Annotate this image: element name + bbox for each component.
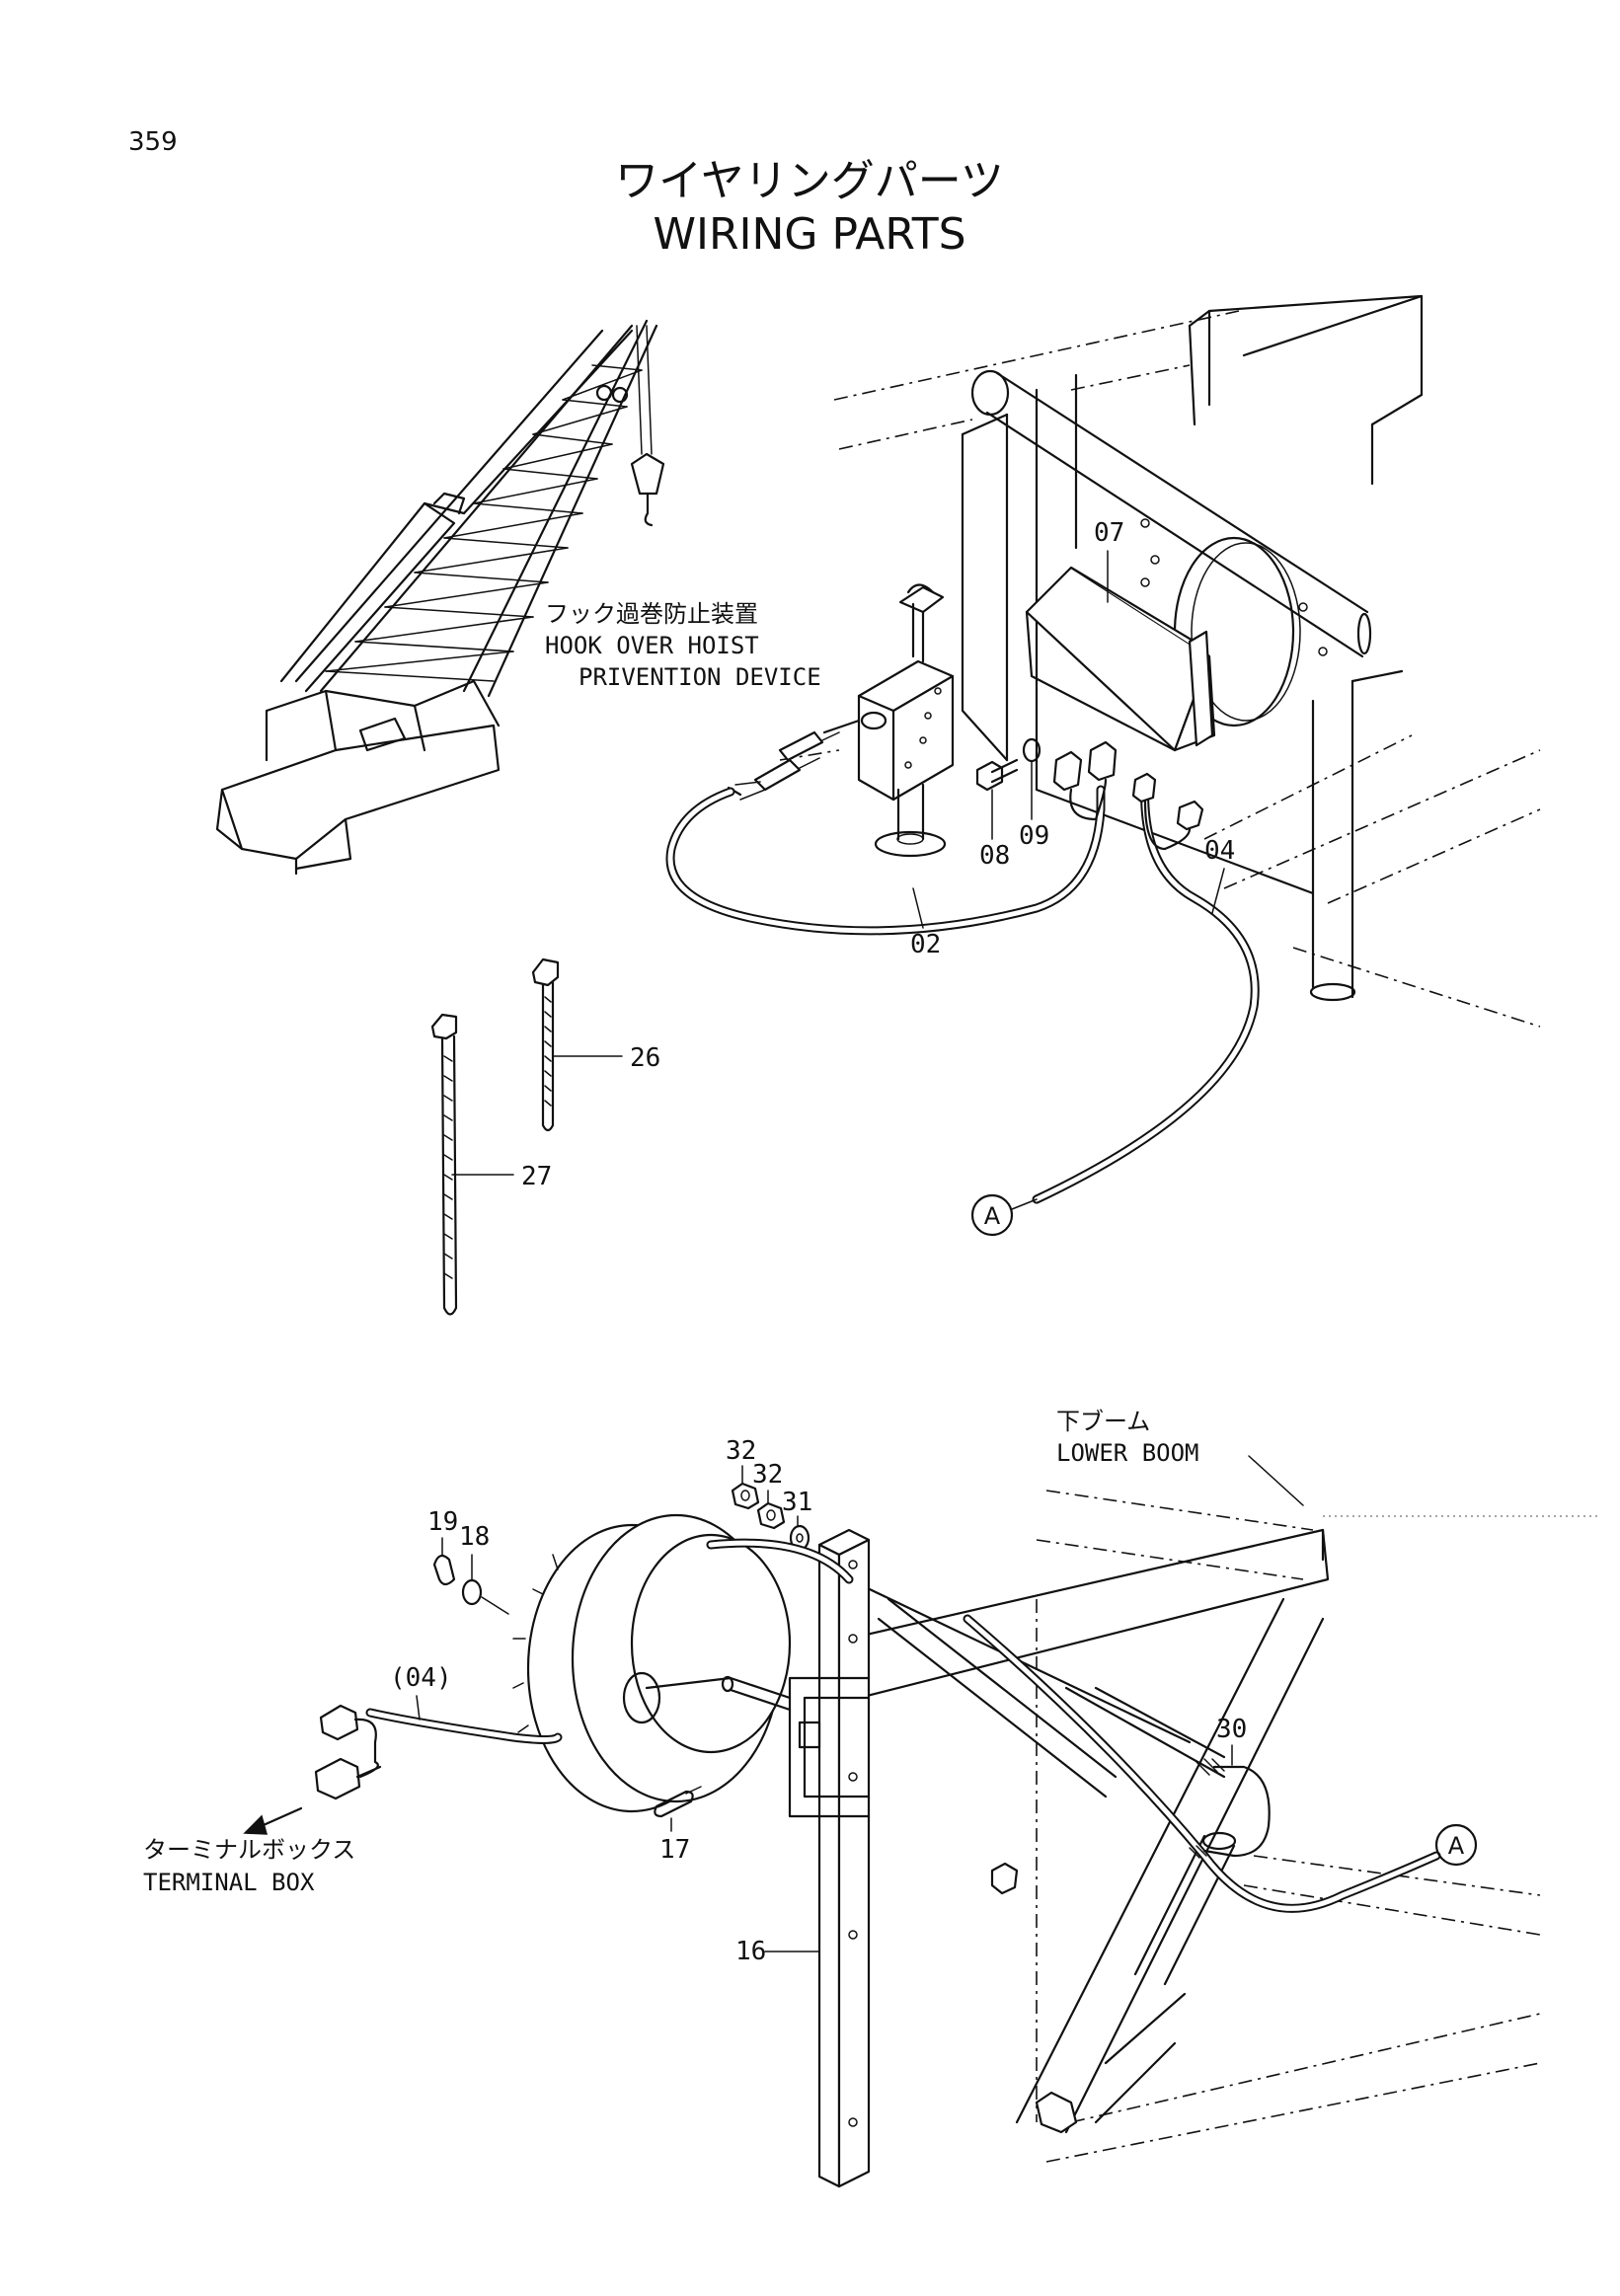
note-terminal-box-jp: ターミナルボックス xyxy=(143,1836,355,1864)
callout-08: 08 xyxy=(979,841,1010,871)
callout-19: 19 xyxy=(427,1507,458,1537)
callout-32b: 32 xyxy=(752,1460,783,1490)
callout-27: 27 xyxy=(521,1162,552,1191)
clip-19 xyxy=(432,1554,456,1586)
callout-07: 07 xyxy=(1094,518,1124,548)
cable-reel xyxy=(512,1513,792,1813)
note-hook-device-en-2: PRIVENTION DEVICE xyxy=(579,663,821,691)
reel-axle xyxy=(721,1675,792,1712)
callout-16: 16 xyxy=(735,1937,766,1966)
lower-boom-structure xyxy=(847,1490,1541,2163)
terminal-connectors xyxy=(314,1704,382,1800)
crane-overview-drawing xyxy=(215,319,665,876)
ref-a-top-circle xyxy=(970,1193,1014,1237)
cable-tie-26 xyxy=(531,957,560,1132)
note-hook-device-jp: フック過巻防止装置 xyxy=(545,600,758,628)
title-english: WIRING PARTS xyxy=(653,209,965,260)
callout-31: 31 xyxy=(782,1488,812,1517)
callout-32a: 32 xyxy=(726,1436,756,1466)
note-hook-device-en-1: HOOK OVER HOIST xyxy=(545,632,759,659)
bolt-08 xyxy=(975,758,1019,792)
note-lower-boom-jp: 下ブーム xyxy=(1056,1408,1150,1435)
callout-26: 26 xyxy=(630,1043,660,1073)
ref-a-bottom-label: A xyxy=(1448,1832,1465,1860)
cotter-pin-17 xyxy=(654,1786,702,1818)
note-terminal-box-en: TERMINAL BOX xyxy=(143,1869,315,1896)
cable-02-connectors xyxy=(727,730,840,801)
callout-18: 18 xyxy=(459,1522,490,1552)
callout-17: 17 xyxy=(659,1835,690,1865)
callout-02: 02 xyxy=(910,930,941,959)
switch-weight-bracket xyxy=(822,583,955,858)
callout-04: 04 xyxy=(1204,836,1235,866)
callout-30: 30 xyxy=(1216,1715,1247,1744)
ref-a-top-label: A xyxy=(984,1202,1001,1230)
page-number: 359 xyxy=(128,127,178,157)
nut-32a xyxy=(731,1482,760,1510)
nut-32b xyxy=(756,1501,786,1530)
washer-09 xyxy=(1022,737,1041,763)
connector-caps xyxy=(1052,740,1204,851)
callout-04-reel: (04) xyxy=(390,1663,452,1693)
title-japanese: ワイヤリングパーツ xyxy=(615,156,1004,206)
callout-09: 09 xyxy=(1019,821,1049,851)
rod-30 xyxy=(1189,1758,1271,1859)
boom-head-structure xyxy=(779,294,1541,1028)
mounting-bracket-16 xyxy=(788,1528,871,2188)
limit-switch-box xyxy=(1025,566,1216,752)
washer-18 xyxy=(461,1578,509,1615)
cable-tie-27 xyxy=(430,1013,458,1316)
note-lower-boom-en: LOWER BOOM xyxy=(1056,1439,1199,1467)
ref-a-bottom-circle xyxy=(1434,1823,1478,1867)
